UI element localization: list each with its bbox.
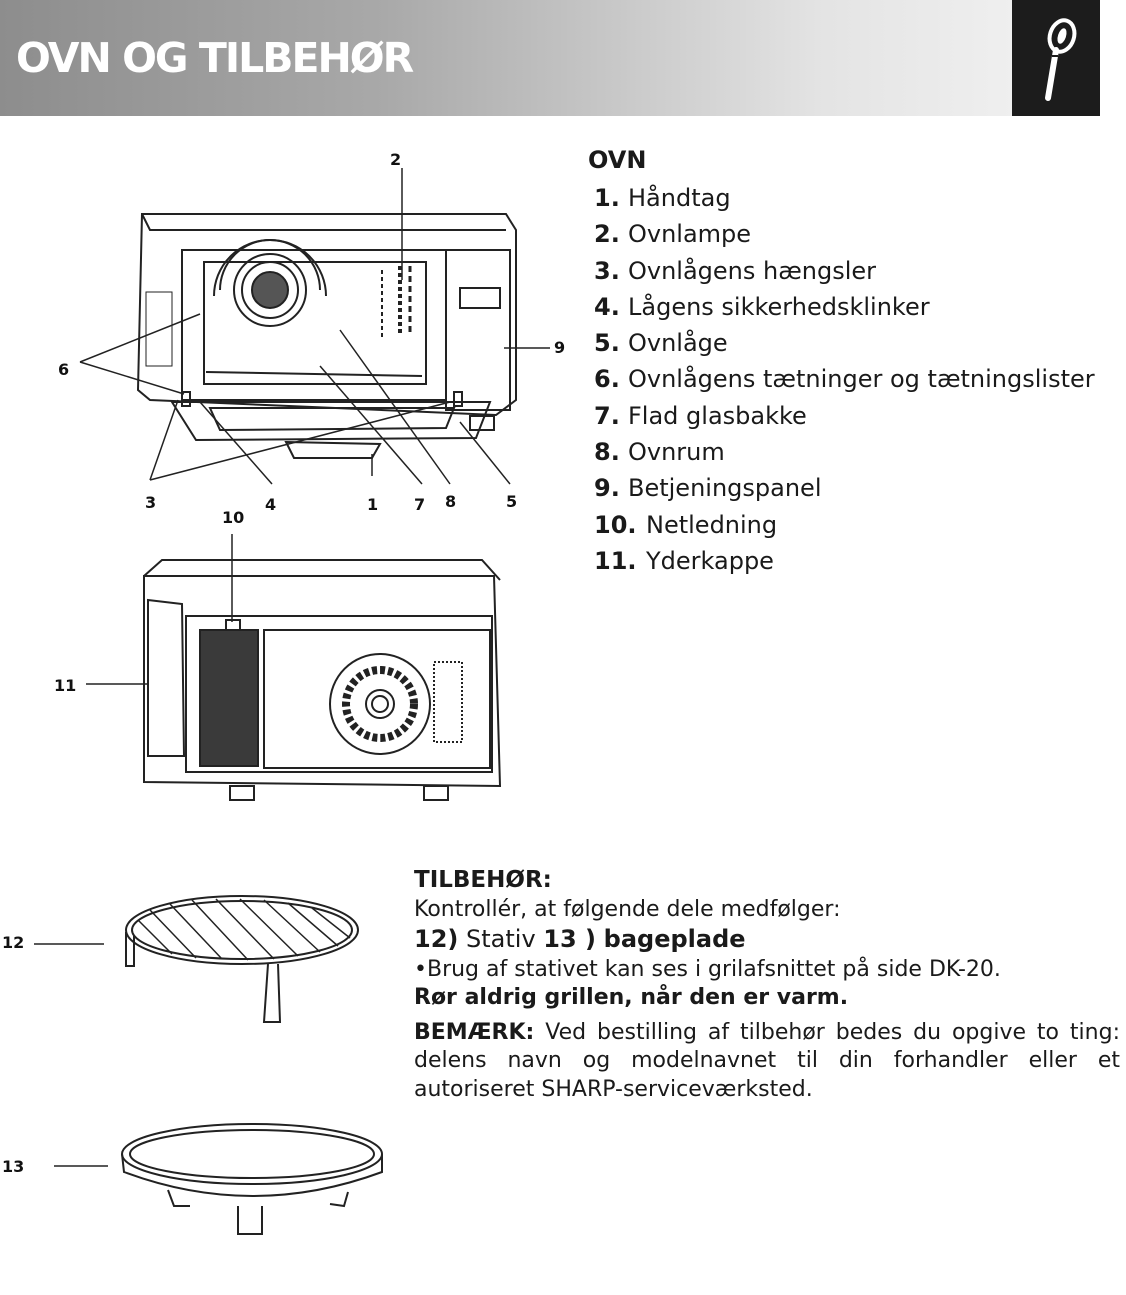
list-item: 10.Netledning	[594, 510, 778, 539]
list-item: 3.Ovnlågens hængsler	[594, 256, 877, 285]
callout-10: 10	[222, 508, 245, 527]
list-item: 9.Betjeningspanel	[594, 474, 822, 503]
accessories-warning: Rør aldrig grillen, når den er varm.	[414, 985, 849, 1011]
accessories-section: TILBEHØR: Kontrollér, at følgende dele m…	[414, 866, 1120, 1105]
oven-section-title: OVN	[588, 146, 647, 174]
accessories-items: 12) Stativ 13 ) bageplade	[414, 925, 746, 954]
callout-12: 12	[2, 933, 25, 952]
accessories-intro: Kontrollér, at følgende dele medfølger:	[414, 896, 841, 922]
baking-plate-diagram	[54, 1123, 383, 1235]
list-item: 4.Lågens sikkerhedsklinker	[594, 292, 930, 321]
callout-6: 6	[58, 360, 70, 379]
list-item: 2.Ovnlampe	[594, 220, 752, 249]
list-item: 5.Ovnlåge	[594, 329, 728, 358]
oven-parts-list: OVN 1.Håndtag 2.Ovnlampe 3.Ovnlågens hæn…	[588, 146, 1095, 579]
oven-rear-diagram	[86, 534, 502, 801]
list-item: 8.Ovnrum	[594, 438, 725, 467]
callout-5: 5	[506, 492, 518, 511]
page-header: OVN OG TILBEHØR	[0, 0, 1100, 116]
oven-front-diagram	[79, 168, 550, 485]
callout-3: 3	[145, 493, 157, 512]
rack-diagram	[34, 895, 359, 1023]
callout-8: 8	[445, 492, 457, 511]
callout-11: 11	[54, 676, 77, 695]
callout-7: 7	[414, 495, 426, 514]
accessories-title: TILBEHØR:	[414, 867, 552, 893]
reference-book-icon	[1012, 0, 1100, 116]
list-item: 6.Ovnlågens tætninger og tætningslister	[594, 365, 1095, 394]
list-item: 7.Flad glasbakke	[594, 401, 807, 430]
callout-1: 1	[367, 495, 379, 514]
list-item: 11.Yderkappe	[594, 546, 774, 575]
callout-4: 4	[265, 495, 277, 514]
list-item: 1.Håndtag	[594, 184, 731, 212]
callout-2: 2	[390, 150, 402, 169]
page-title: OVN OG TILBEHØR	[16, 34, 414, 82]
callout-9: 9	[554, 338, 566, 357]
accessories-note: BEMÆRK: Ved bestilling af tilbehør bedes…	[414, 1019, 1120, 1103]
accessories-usage: •Brug af stativet kan ses i grilafsnitte…	[414, 956, 1001, 982]
callout-13: 13	[2, 1157, 25, 1176]
